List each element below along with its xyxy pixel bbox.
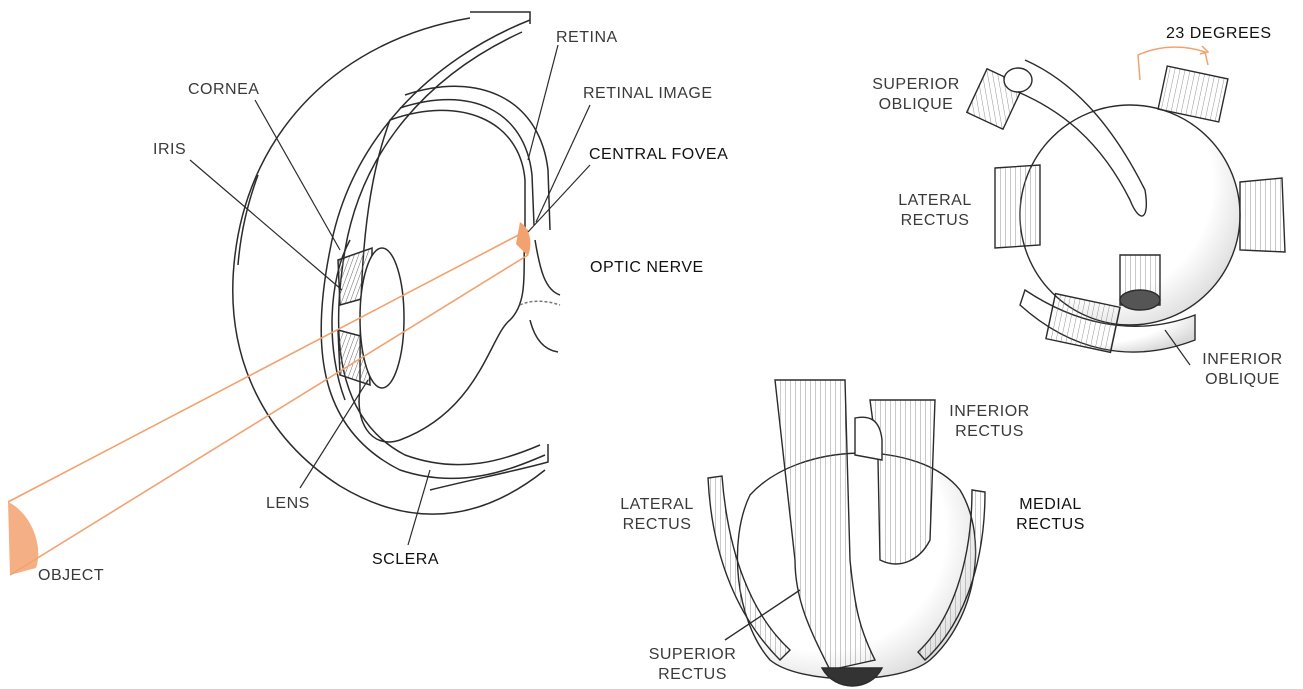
optic-nerve-fiber (520, 301, 560, 305)
inferior-rectus-band (870, 400, 935, 564)
label-lens: LENS (266, 494, 310, 514)
lens-leader (300, 380, 368, 488)
light-path (8, 222, 530, 575)
lateral-rectus-stump (995, 165, 1040, 248)
central-fovea-leader (528, 165, 590, 232)
lens-outline (360, 248, 404, 388)
label-retina: RETINA (556, 28, 618, 48)
retina-leader (528, 45, 558, 160)
label-iris: IRIS (153, 140, 186, 160)
cornea-bottom (822, 668, 882, 686)
label-central-fovea: CENTRAL FOVEA (589, 145, 728, 165)
scleral-tail-top (470, 12, 530, 24)
eye-cross-section (233, 12, 560, 514)
scleral-tail-bottom (430, 444, 548, 490)
label-cornea: CORNEA (188, 80, 259, 100)
retina-inner (400, 100, 534, 225)
retinal-image-leader (536, 105, 590, 222)
sclera-inner (339, 32, 540, 465)
eyeball-muscles-top (967, 60, 1285, 352)
retinal-image-shape (516, 222, 530, 256)
label-retinal-image: RETINAL IMAGE (583, 84, 712, 104)
cornea-leader (255, 100, 340, 250)
label-optic-nerve: OPTIC NERVE (590, 258, 704, 278)
iris-leader (190, 160, 342, 290)
optic-nerve-sheath-top (535, 240, 560, 295)
medial-rectus-stump (1240, 178, 1285, 252)
label-object: OBJECT (38, 566, 104, 586)
sclera-leader (408, 470, 430, 545)
object-shape (8, 502, 38, 575)
light-ray-top (8, 230, 528, 502)
label-23-degrees: 23 DEGREES (1166, 24, 1271, 44)
optic-nerve-sheath-bottom (530, 320, 558, 352)
label-sclera: SCLERA (372, 550, 439, 570)
light-ray-bottom (10, 255, 528, 575)
optic-nerve-end (1120, 290, 1160, 310)
trochlea (1004, 68, 1032, 92)
